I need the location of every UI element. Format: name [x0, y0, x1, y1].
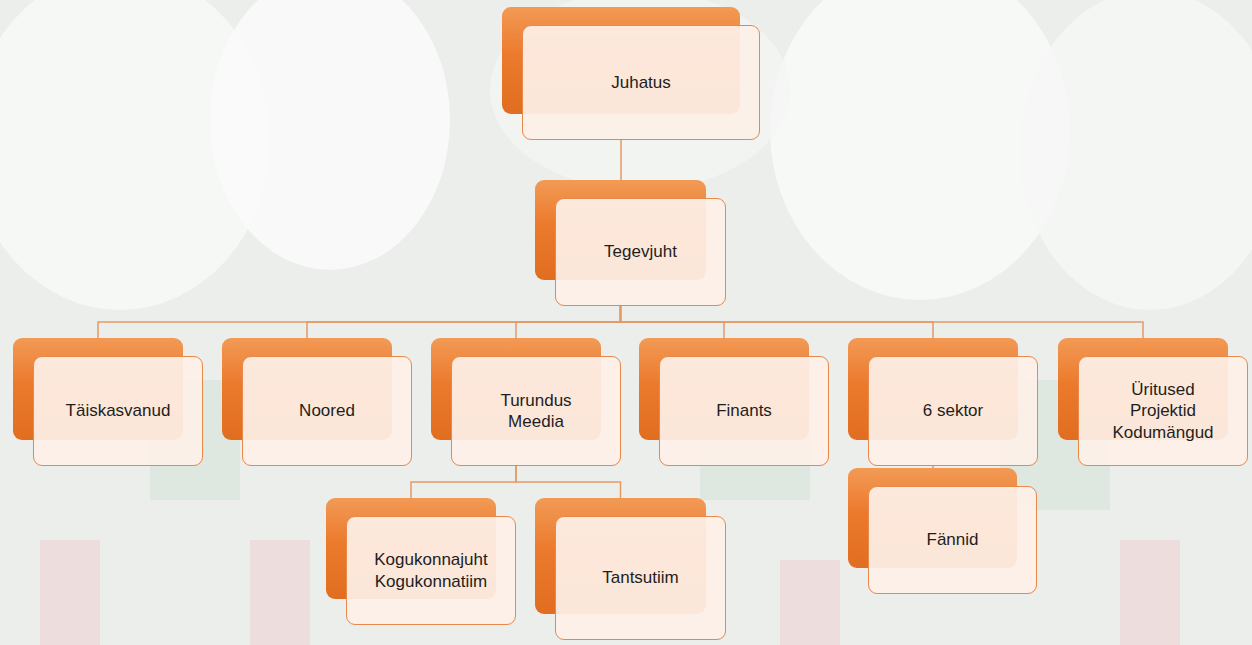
box-face: Noored [242, 356, 412, 466]
box-label: Juhatus [611, 72, 671, 93]
box-face: Täiskasvanud [33, 356, 203, 466]
box-face: Juhatus [522, 25, 760, 140]
box-face: Kogukonnajuht Kogukonnatiim [346, 516, 516, 625]
org-box: Juhatus [502, 7, 760, 140]
org-box: Noored [222, 338, 412, 466]
org-box: 6 sektor [848, 338, 1038, 466]
box-face: Fännid [868, 486, 1037, 594]
box-label: Fännid [927, 529, 979, 550]
org-box: Täiskasvanud [13, 338, 203, 466]
org-box: Üritused Projektid Kodumängud [1058, 338, 1248, 466]
org-connector [516, 466, 621, 498]
box-label: Tantsutiim [602, 567, 679, 588]
org-box: Finants [639, 338, 829, 466]
box-face: Üritused Projektid Kodumängud [1078, 356, 1248, 466]
box-label: 6 sektor [923, 400, 983, 421]
box-label: Üritused Projektid Kodumängud [1112, 379, 1213, 443]
org-box: Turundus Meedia [431, 338, 621, 466]
box-label: Tegevjuht [604, 241, 677, 262]
org-box: Tegevjuht [535, 180, 726, 306]
org-box: Fännid [848, 468, 1037, 594]
org-connector [621, 306, 1144, 338]
org-connector [516, 306, 621, 338]
org-box: Tantsutiim [535, 498, 726, 640]
box-label: Täiskasvanud [66, 400, 171, 421]
box-face: Finants [659, 356, 829, 466]
box-face: 6 sektor [868, 356, 1038, 466]
org-connector [307, 306, 621, 338]
org-box: Kogukonnajuht Kogukonnatiim [326, 498, 516, 625]
org-connector [411, 466, 516, 498]
box-face: Turundus Meedia [451, 356, 621, 466]
box-face: Tegevjuht [555, 198, 726, 306]
box-label: Finants [716, 400, 772, 421]
box-label: Noored [299, 400, 355, 421]
box-label: Turundus Meedia [500, 390, 571, 433]
box-face: Tantsutiim [555, 516, 726, 640]
org-connector [620, 140, 622, 180]
org-connector [98, 306, 621, 338]
box-label: Kogukonnajuht Kogukonnatiim [374, 549, 487, 592]
